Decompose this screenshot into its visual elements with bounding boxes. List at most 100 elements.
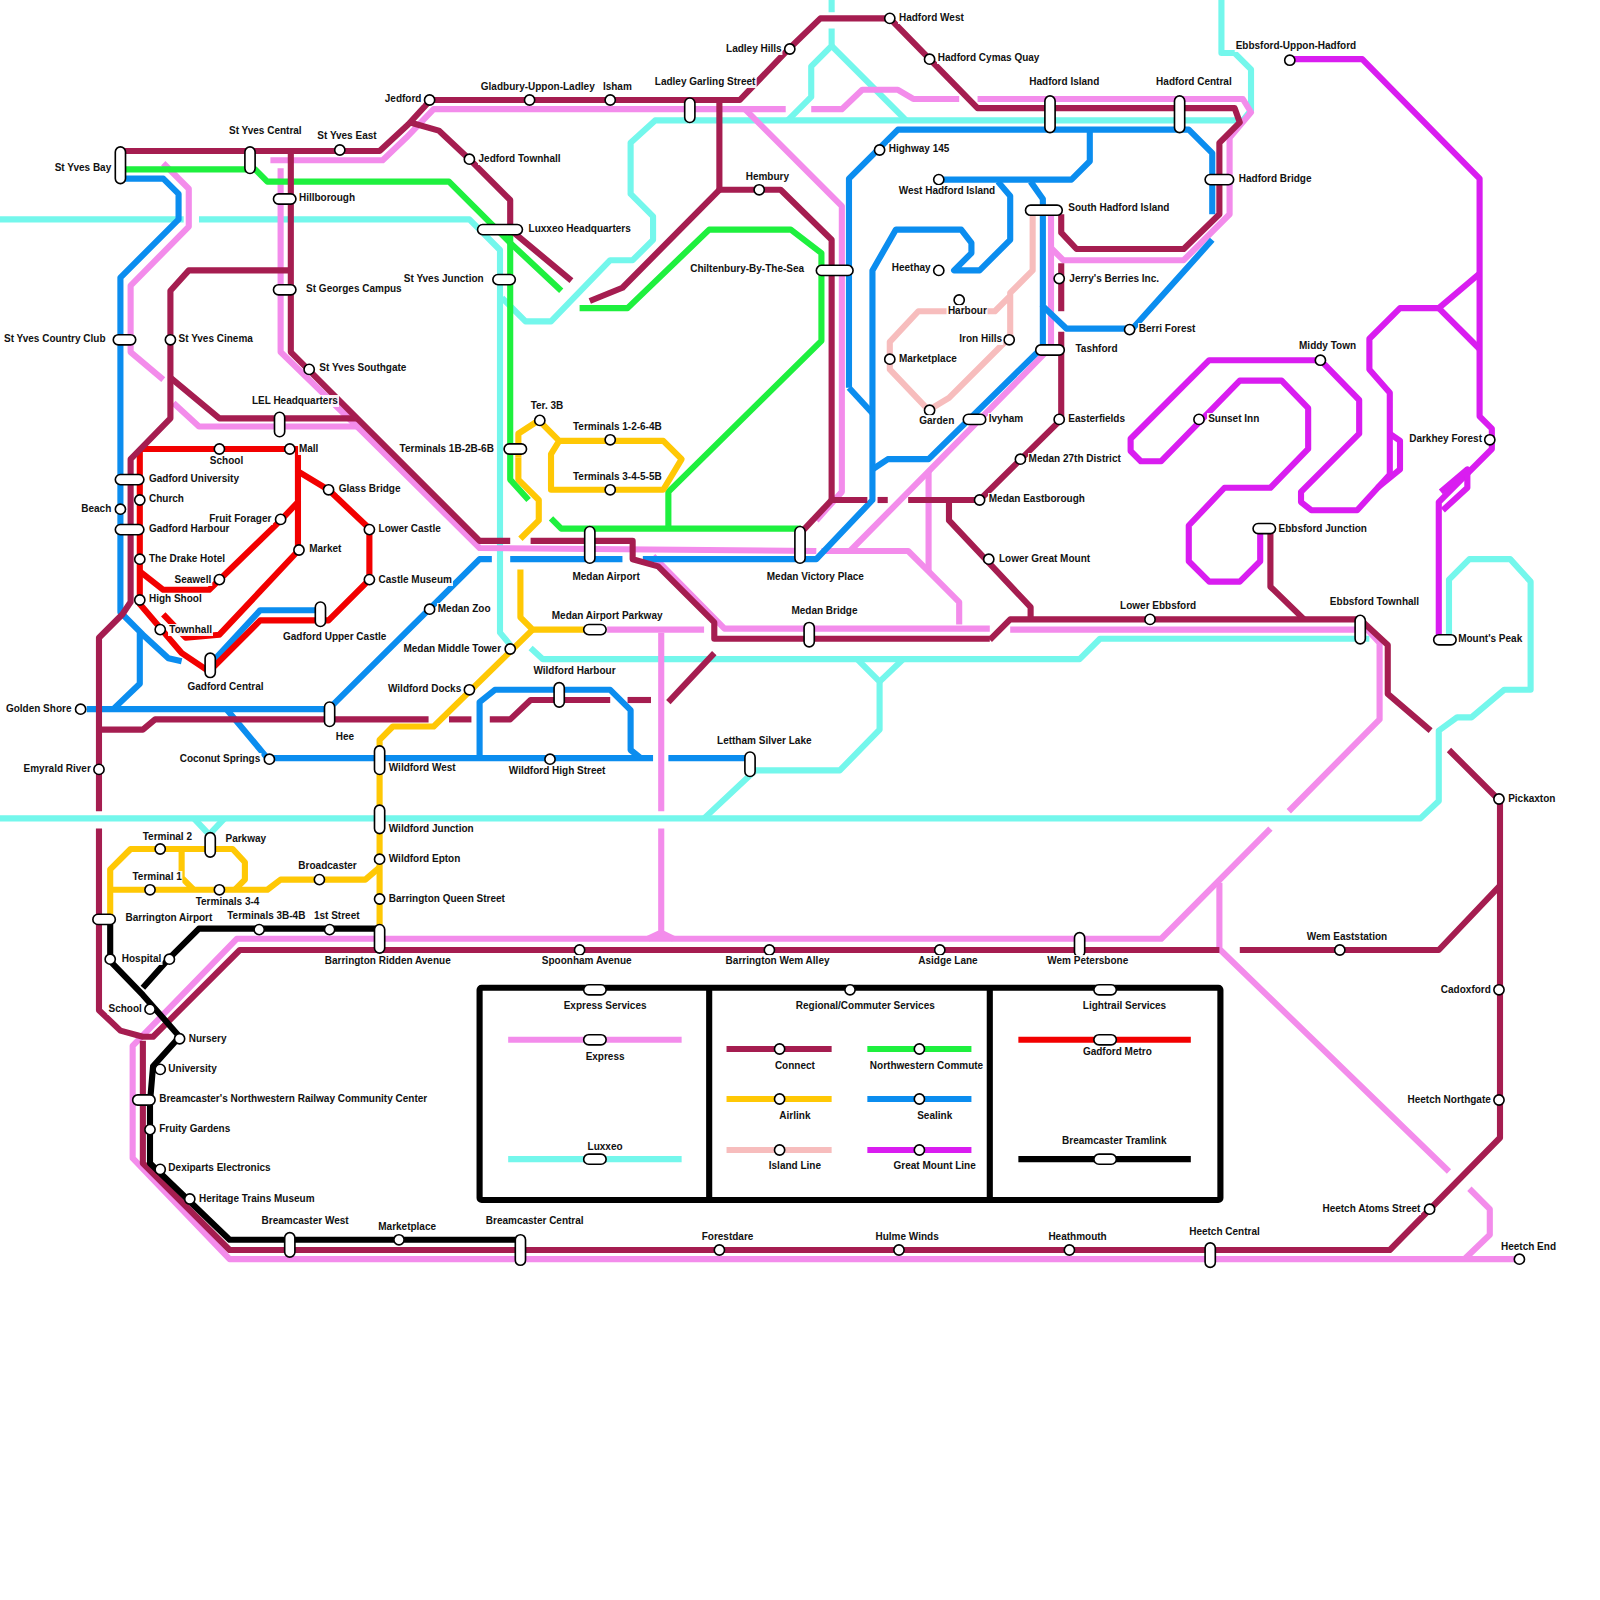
station-name: Medan Middle Tower [402, 643, 502, 655]
station-dot [335, 145, 345, 155]
legend-text: Express [585, 1051, 626, 1063]
station-name: Spoonham Avenue [541, 955, 633, 967]
route-line [811, 90, 959, 109]
route-line [1378, 434, 1400, 488]
station-name: School [108, 1003, 143, 1015]
route-line [648, 829, 661, 939]
legend-divider [706, 988, 712, 1200]
interchange-marker [1094, 985, 1116, 995]
legend-text: Connect [774, 1060, 816, 1072]
route-line [849, 130, 1212, 388]
station-dot [1315, 355, 1325, 365]
station-name: Hadford Central [1155, 76, 1233, 88]
route-line [518, 420, 681, 489]
station-dot [323, 485, 333, 495]
interchange-marker [1045, 96, 1055, 133]
interchange-marker [205, 653, 215, 677]
station-name: Beach [80, 503, 112, 515]
interchange-marker [478, 224, 523, 234]
route-lines [0, 0, 1531, 1259]
station-dot [874, 145, 884, 155]
legend-text: Great Mount Line [893, 1160, 977, 1172]
station-name: Darkhey Forest [1408, 433, 1483, 445]
route-line [114, 633, 140, 709]
station-name: Castle Museum [378, 574, 453, 586]
route-line [1441, 469, 1468, 510]
route-line [850, 551, 959, 624]
interchange-marker [1094, 1154, 1116, 1164]
station-dot [314, 874, 324, 884]
station-dot [324, 924, 334, 934]
station-dot [374, 894, 384, 904]
station-dot [1145, 614, 1155, 624]
station-dot [774, 1094, 784, 1104]
station-name: Jedford [384, 93, 423, 105]
interchange-marker [374, 746, 384, 775]
station-name: Hadford Cymas Quay [937, 52, 1041, 64]
station-name: Gadford Central [186, 681, 264, 693]
legend-text: Northwestern Commute [869, 1060, 984, 1072]
station-name: Lower Ebbsford [1119, 600, 1197, 612]
station-dot [254, 924, 264, 934]
route-line [502, 0, 1251, 321]
station-dot [94, 764, 104, 774]
legend-heading: Regional/Commuter Services [795, 1000, 936, 1012]
station-name: St Georges Campus [305, 283, 403, 295]
station-name: Terminals 3-4-5-5B [572, 471, 663, 483]
station-name: South Hadford Island [1067, 202, 1170, 214]
station-dot [924, 54, 934, 64]
station-name: Wildford Junction [388, 823, 475, 835]
interchange-marker [245, 147, 255, 174]
station-dot [304, 364, 314, 374]
station-dot [754, 185, 764, 195]
route-line [829, 0, 835, 12]
station-name: Terminals 1B-2B-6B [399, 443, 495, 455]
station-name: Church [148, 493, 185, 505]
station-name: Barrington Ridden Avenue [324, 955, 452, 967]
legend-text: Luxxeo [587, 1141, 624, 1153]
station-dot [1494, 794, 1504, 804]
station-name: Gladbury-Uppon-Ladley [480, 81, 596, 93]
interchange-marker [816, 265, 853, 275]
station-name: Mall [298, 443, 319, 455]
route-line [704, 659, 880, 818]
station-name: Wildford High Street [508, 765, 607, 777]
station-name: Golden Shore [5, 703, 73, 715]
station-name: St Yves Country Club [3, 333, 107, 345]
station-dot [914, 1044, 924, 1054]
station-name: Asidge Lane [917, 955, 978, 967]
station-name: St Yves Central [228, 125, 303, 137]
station-dot [115, 504, 125, 514]
station-dot [105, 954, 115, 964]
station-dot [1514, 1254, 1524, 1264]
route-line [1291, 59, 1492, 638]
interchange-marker [115, 474, 144, 484]
station-dot [364, 524, 374, 534]
station-dot [1054, 273, 1064, 283]
station-name: Townhall [168, 624, 213, 636]
station-name: Breamcaster's Northwestern Railway Commu… [158, 1093, 428, 1105]
station-dot [1494, 1095, 1504, 1105]
route-line [880, 659, 903, 681]
interchange-marker [1205, 1243, 1215, 1267]
interchange-marker [685, 98, 695, 122]
route-line [590, 190, 720, 301]
station-dot [574, 945, 584, 955]
route-line [449, 716, 471, 722]
route-line [143, 750, 1500, 1250]
station-dot [935, 945, 945, 955]
station-name: St Yves Southgate [318, 362, 407, 374]
station-name: Nursery [188, 1033, 228, 1045]
interchange-marker [273, 194, 295, 204]
station-dot [535, 415, 545, 425]
station-name: High Shool [148, 593, 203, 605]
station-name: Tashford [1074, 343, 1118, 355]
station-dot [974, 495, 984, 505]
legend-text: Airlink [778, 1110, 811, 1122]
station-name: Ter. 3B [530, 400, 565, 412]
station-dot [524, 95, 534, 105]
station-name: Barrington Wem Alley [725, 955, 831, 967]
interchange-marker [1174, 96, 1184, 133]
interchange-marker [133, 1095, 155, 1105]
station-dot [155, 844, 165, 854]
